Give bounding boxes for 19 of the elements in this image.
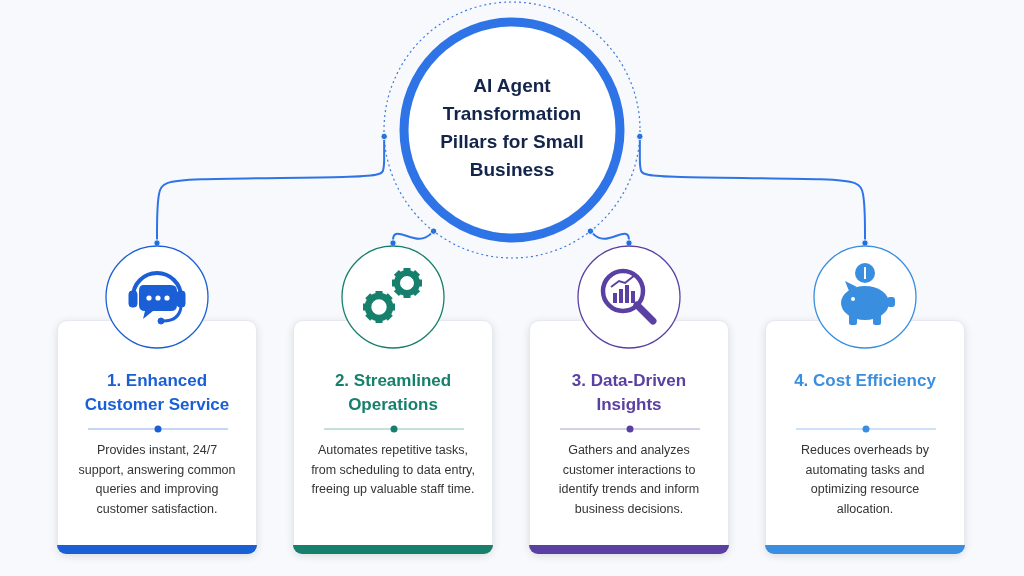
pillar-card	[57, 320, 257, 554]
pillar-heading: 4. Cost Efficiency	[793, 370, 937, 392]
circle-label: AI Agent Transformation Pillars for Small Business	[439, 74, 585, 182]
connector-line	[389, 227, 438, 247]
connector-line	[586, 227, 633, 247]
pillar-heading: 1. Enhanced Customer Service	[83, 370, 231, 416]
pillar-heading: 2. Streamlined Operations	[333, 370, 453, 416]
pillar-description: Reduces overheads by automating tasks and optimizing resource allocation.	[800, 442, 930, 518]
pillar-description: Automates repetitive tasks, from scheduling to data entry, freeing up valuable staff time.	[310, 442, 476, 498]
connector-line	[153, 132, 388, 247]
pillar-card	[293, 320, 493, 554]
pillar-card	[529, 320, 729, 554]
pillar-heading: 3. Data-Driven Insights	[570, 370, 688, 416]
pillar-card	[765, 320, 965, 554]
connector-line	[636, 132, 869, 247]
title-circle	[382, 0, 642, 260]
pillar-description: Provides instant, 24/7 support, answering common queries and improving customer satisfaction.	[77, 442, 237, 518]
chart-magnifier-icon	[577, 245, 681, 349]
pillar-description: Gathers and analyzes customer interactions to identify trends and inform business decisions.	[557, 442, 701, 518]
